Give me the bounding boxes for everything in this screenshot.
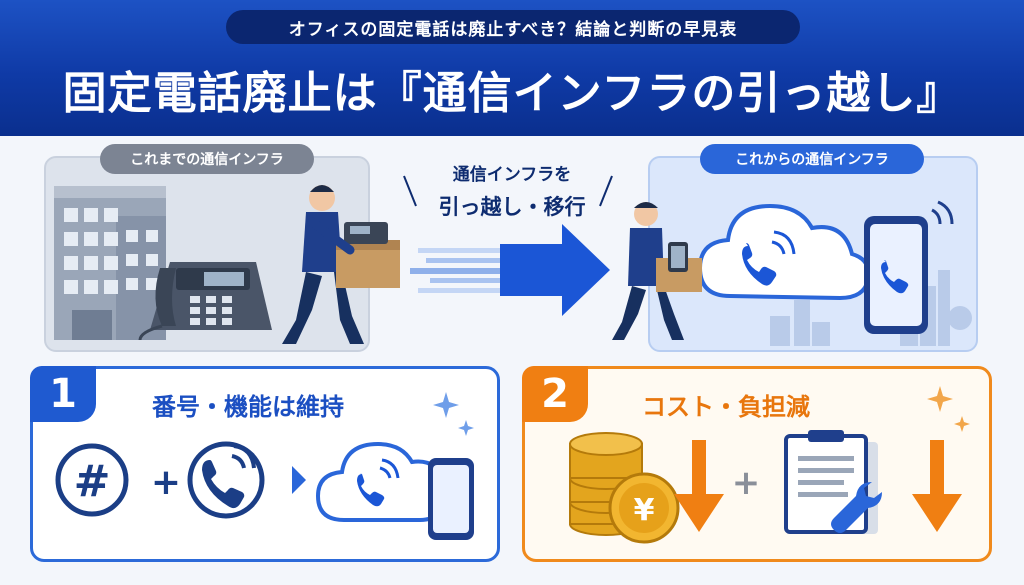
cloud-call-icon [697,203,871,301]
card-title-1: 番号・機能は維持 [152,392,344,421]
office-building-icon [54,186,166,340]
card-number-2: 2 [522,366,588,422]
card-number-1: 1 [30,366,96,422]
page-title: 固定電話廃止は『通信インフラの引っ越し』 [62,68,962,119]
migration-arrow-icon [410,224,610,316]
old-infrastructure-label: これまでの通信インフラ [100,144,314,174]
person-carrying-box-icon [282,185,400,344]
card-title-2: コスト・負担減 [642,392,810,421]
smartphone-icon [864,200,954,334]
migration-caption: 通信インフラを 引っ越し・移行 [430,160,594,221]
subtitle-pill: オフィスの固定電話は廃止すべき？結論と判断の早見表 [226,10,800,44]
migration-caption-line2: 引っ越し・移行 [438,195,586,219]
new-infrastructure-label: これからの通信インフラ [700,144,924,174]
migration-caption-line1: 通信インフラを [452,165,572,185]
desk-phone-icon [138,262,272,341]
person-with-phone-icon [612,202,702,340]
